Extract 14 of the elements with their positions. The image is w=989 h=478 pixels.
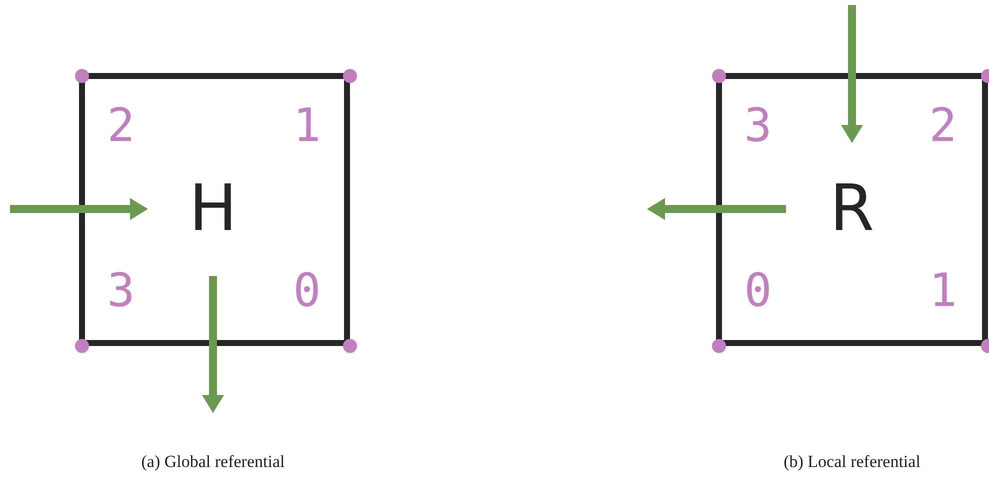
center-letter: R — [830, 177, 874, 241]
corner-number: 3 — [107, 267, 135, 313]
corner-number: 2 — [107, 102, 135, 148]
square-box — [716, 73, 988, 346]
square-box — [79, 73, 350, 346]
figure-caption: (b) Local referential — [784, 452, 920, 472]
corner-number: 2 — [929, 102, 957, 148]
center-letter: H — [188, 177, 238, 241]
corner-number: 1 — [929, 267, 957, 313]
figure-caption: (a) Global referential — [141, 452, 285, 472]
corner-number: 1 — [293, 102, 321, 148]
corner-number: 0 — [744, 267, 772, 313]
corner-number: 0 — [293, 267, 321, 313]
corner-number: 3 — [744, 102, 772, 148]
